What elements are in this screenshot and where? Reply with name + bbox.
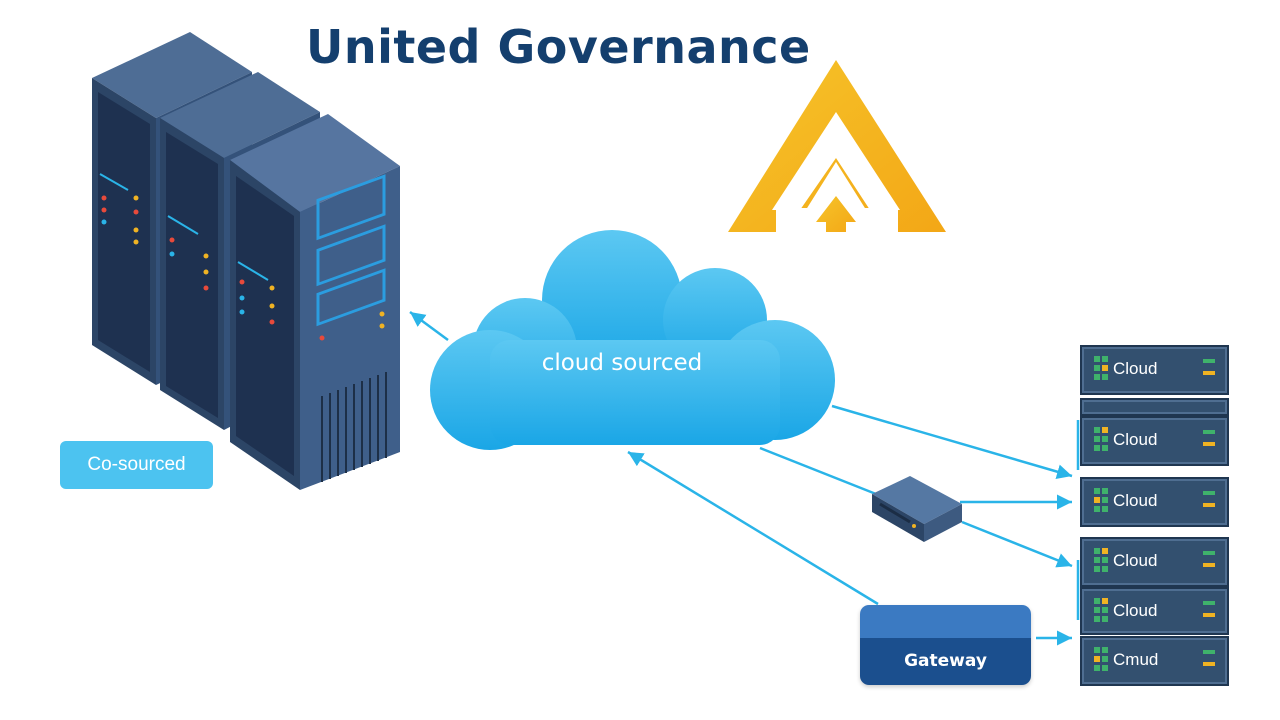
- rack-unit-icon: [1094, 598, 1116, 626]
- rack-unit-icon: [1094, 488, 1116, 516]
- rack-unit-icon: [1094, 427, 1116, 455]
- status-led: [1203, 371, 1215, 375]
- gateway-box: Gateway: [860, 605, 1031, 685]
- status-led: [1203, 613, 1215, 617]
- rack-unit-label: Cloud: [1113, 359, 1158, 378]
- rack-unit-icon: [1094, 356, 1116, 384]
- server-rack-icon: [92, 32, 400, 490]
- rack-unit-icon: [1094, 548, 1116, 576]
- co-sourced-label: Co-sourced: [60, 441, 213, 489]
- rack-unit: Cloud: [1080, 477, 1229, 527]
- status-led: [1203, 442, 1215, 446]
- status-led: [1203, 601, 1215, 605]
- rack-unit-label: Cmud: [1113, 650, 1159, 669]
- status-led: [1203, 551, 1215, 555]
- status-led: [1203, 359, 1215, 363]
- rack-unit: Cloud: [1080, 416, 1229, 466]
- rack-unit: Cmud: [1080, 636, 1229, 686]
- connector-lines: [409, 310, 1080, 646]
- cloud-sourced-label: cloud sourced: [541, 350, 703, 376]
- rack-unit-thin: [1080, 398, 1229, 416]
- rack-unit: Cloud: [1080, 537, 1229, 587]
- status-led: [1203, 650, 1215, 654]
- rack-unit-label: Cloud: [1113, 551, 1158, 570]
- rack-unit-label: Cloud: [1113, 491, 1158, 510]
- rack-unit-label: Cloud: [1113, 430, 1158, 449]
- status-led: [1203, 503, 1215, 507]
- status-led: [1203, 491, 1215, 495]
- status-led: [1203, 430, 1215, 434]
- gateway-top-band: [860, 605, 1031, 638]
- rack-unit: Cloud: [1080, 587, 1229, 635]
- page-title: United Governance: [306, 20, 811, 74]
- status-led: [1203, 563, 1215, 567]
- router-icon: [872, 476, 962, 542]
- rack-unit-icon: [1094, 647, 1116, 675]
- rack-unit-label: Cloud: [1113, 601, 1158, 620]
- status-led: [1203, 662, 1215, 666]
- cloud-icon: [430, 230, 835, 450]
- warning-triangle-logo-icon: [728, 60, 946, 232]
- rack-unit: Cloud: [1080, 345, 1229, 395]
- gateway-label: Gateway: [860, 638, 1031, 685]
